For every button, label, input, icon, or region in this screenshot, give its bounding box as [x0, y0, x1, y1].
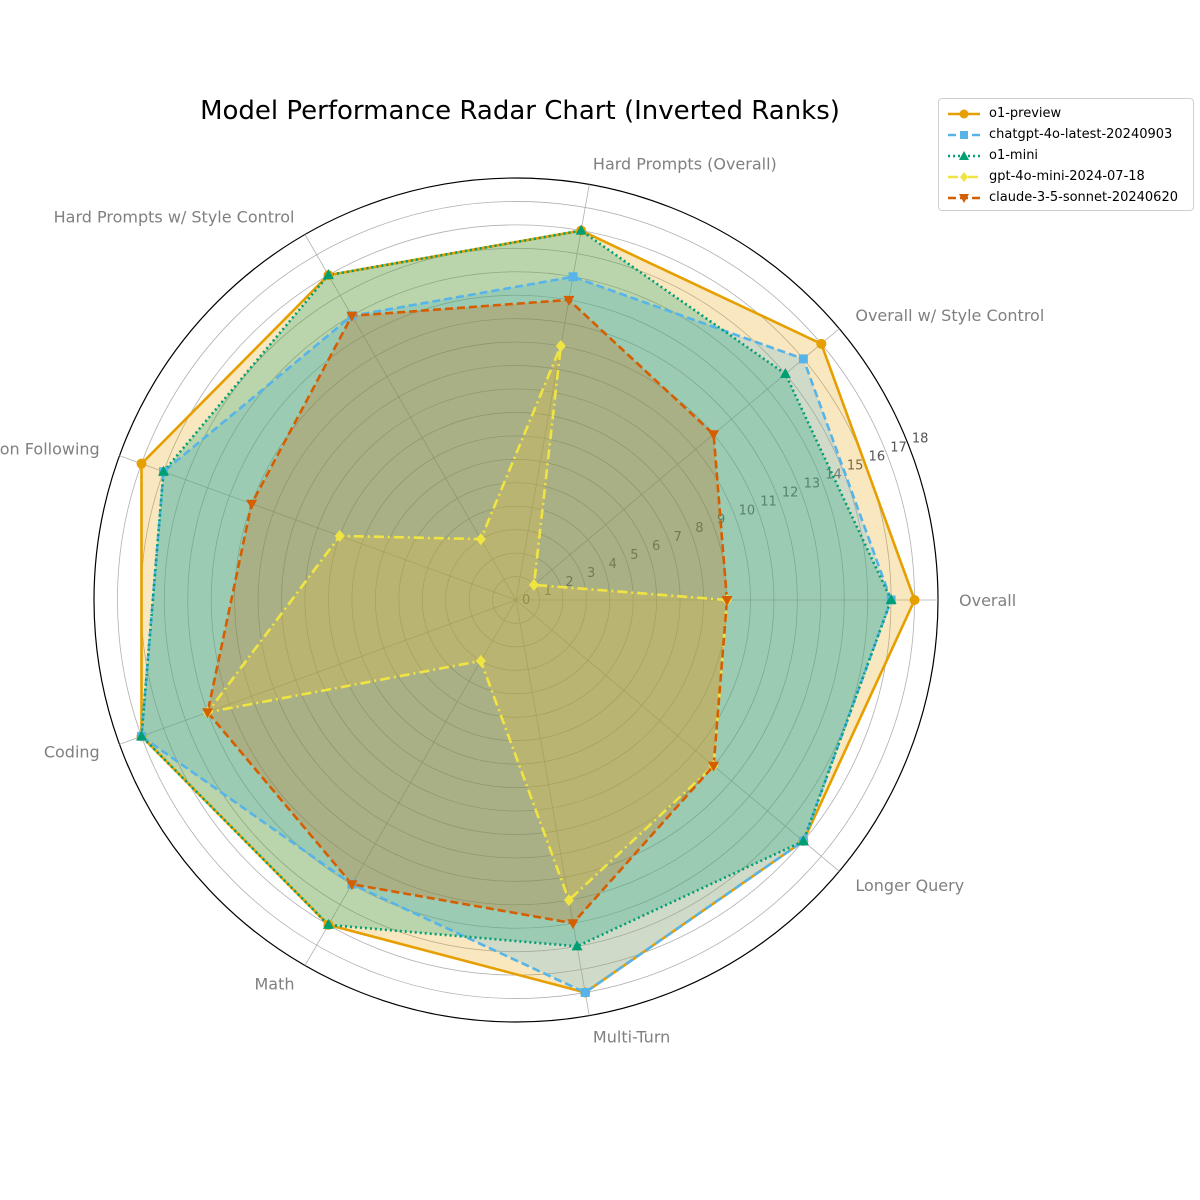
radial-tick-label: 14	[825, 467, 842, 482]
radial-tick-label: 2	[565, 575, 573, 590]
radial-tick-label: 17	[890, 440, 907, 455]
series-lines	[140, 229, 916, 994]
data-point	[563, 295, 575, 306]
legend-label: gpt-4o-mini-2024-07-18	[989, 169, 1145, 184]
radial-tick-label: 13	[804, 476, 821, 491]
grid-spoke	[515, 184, 590, 601]
axis-label: Overall	[959, 591, 1016, 610]
axis-labels: Overall Overall w/ Style Control Hard Prom…	[0, 155, 1044, 1047]
legend-item: o1-preview	[939, 103, 1193, 124]
legend-swatch	[948, 193, 980, 203]
radial-tick-label: 18	[912, 432, 929, 447]
series-fill-0	[141, 230, 915, 993]
chart-title: Model Performance Radar Chart (Inverted …	[200, 96, 840, 126]
data-point	[334, 529, 345, 542]
series-line-4	[206, 298, 729, 925]
data-point	[580, 988, 590, 998]
legend-swatch	[948, 109, 980, 118]
data-point	[475, 533, 486, 546]
legend-item: o1-mini	[939, 145, 1193, 166]
axis-label: Hard Prompts w/ Style Control	[54, 207, 295, 226]
grid-spoke	[119, 455, 517, 601]
radial-tick-label: 15	[847, 458, 864, 473]
series-markers	[135, 224, 920, 998]
radial-tick-label: 16	[869, 449, 886, 464]
data-point	[816, 338, 827, 349]
data-point	[158, 465, 170, 476]
radial-tick-label: 4	[609, 557, 617, 572]
radial-tick-label: 11	[760, 494, 777, 509]
data-point	[797, 835, 809, 846]
axis-label: Coding	[44, 743, 100, 762]
legend-swatch	[948, 171, 980, 182]
data-point	[708, 430, 720, 441]
data-point	[721, 596, 733, 606]
data-point	[575, 224, 587, 235]
axis-label: Longer Query	[855, 876, 964, 895]
grid-spoke	[119, 599, 517, 745]
series-fill-1	[141, 276, 892, 993]
data-point	[322, 918, 334, 929]
legend-item: chatgpt-4o-latest-20240903	[939, 124, 1193, 145]
data-point	[555, 340, 566, 353]
data-point	[779, 367, 791, 378]
series-line-2	[140, 229, 893, 948]
data-point	[563, 894, 574, 907]
series-fill-3	[207, 346, 728, 901]
data-point	[885, 594, 897, 604]
series-fill-2	[141, 230, 892, 947]
data-point	[322, 269, 334, 280]
series-line-1	[140, 275, 893, 994]
axis-label: Overall w/ Style Control	[855, 306, 1044, 325]
data-point	[708, 761, 720, 772]
data-point	[135, 730, 147, 741]
legend-item: gpt-4o-mini-2024-07-18	[939, 166, 1193, 187]
legend-item: claude-3-5-sonnet-20240620	[939, 187, 1193, 208]
series-fill-4	[207, 299, 728, 924]
radial-tick-label: 9	[717, 512, 725, 527]
axis-label: Multi-Turn	[593, 1027, 670, 1046]
data-point	[567, 919, 579, 930]
series-fills	[141, 230, 915, 993]
grid-spoke	[515, 599, 840, 872]
data-point	[571, 940, 583, 951]
legend-label: o1-mini	[989, 148, 1039, 163]
axis-label: Hard Prompts (Overall)	[593, 155, 777, 174]
radial-tick-label: 6	[652, 539, 660, 554]
radial-tick-label: 8	[695, 521, 703, 536]
data-point	[528, 578, 539, 591]
radial-tick-label: 12	[782, 485, 799, 500]
axis-label: Math	[254, 975, 294, 994]
data-point	[568, 272, 578, 282]
data-point	[202, 708, 214, 719]
data-point	[798, 354, 808, 364]
legend-swatch	[948, 150, 980, 160]
radial-tick-label: 10	[739, 503, 756, 518]
legend-label: o1-preview	[989, 106, 1062, 121]
radial-tick-label: 5	[630, 548, 638, 563]
series-line-3	[206, 344, 729, 902]
radial-tick-label: 3	[587, 566, 595, 581]
radial-tick-label: 1	[544, 584, 552, 599]
axis-label: Instruction Following	[0, 439, 100, 458]
data-point	[346, 880, 358, 891]
legend-label: claude-3-5-sonnet-20240620	[989, 190, 1178, 205]
data-point	[475, 654, 486, 667]
radial-tick-label: 7	[674, 530, 682, 545]
data-point	[909, 595, 920, 605]
legend-swatch	[948, 130, 980, 139]
radial-tick-label: 0	[522, 593, 530, 608]
legend-label: chatgpt-4o-latest-20240903	[989, 127, 1173, 142]
data-point	[246, 499, 258, 510]
data-point	[136, 458, 147, 469]
series-line-0	[140, 229, 916, 994]
data-point	[346, 311, 358, 322]
legend: o1-preview chatgpt-4o-latest-20240903 o1-m…	[938, 98, 1194, 211]
